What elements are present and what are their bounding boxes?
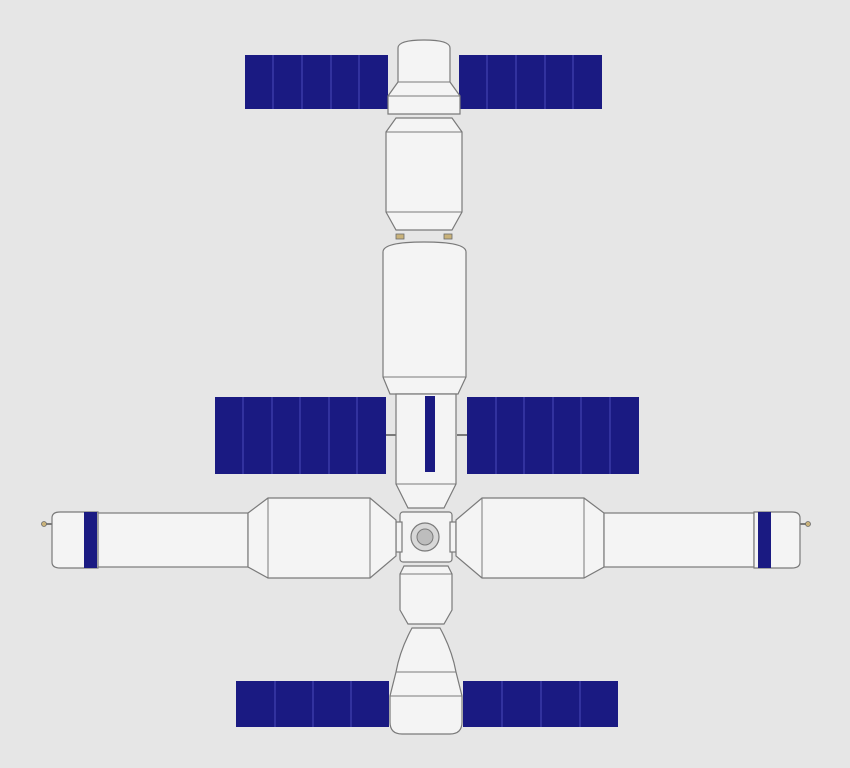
bottom-solar-array-left: [236, 681, 389, 727]
core-solar-array-left: [215, 397, 396, 474]
top-service-module: [387, 39, 461, 115]
core-aft-section: [395, 393, 457, 509]
core-module: [382, 241, 467, 395]
top-solar-array-right: [459, 55, 602, 109]
docking-node: [395, 511, 457, 563]
left-lab-module: [41, 497, 397, 579]
bottom-solar-array-right: [463, 681, 618, 727]
right-lab-module: [455, 497, 811, 579]
top-solar-array-left: [245, 55, 388, 109]
core-solar-array-right: [457, 397, 639, 474]
top-crew-module: [385, 117, 463, 231]
bottom-spacecraft: [389, 627, 463, 735]
docking-antennas: [395, 233, 453, 240]
bottom-adapter-module: [399, 565, 453, 625]
